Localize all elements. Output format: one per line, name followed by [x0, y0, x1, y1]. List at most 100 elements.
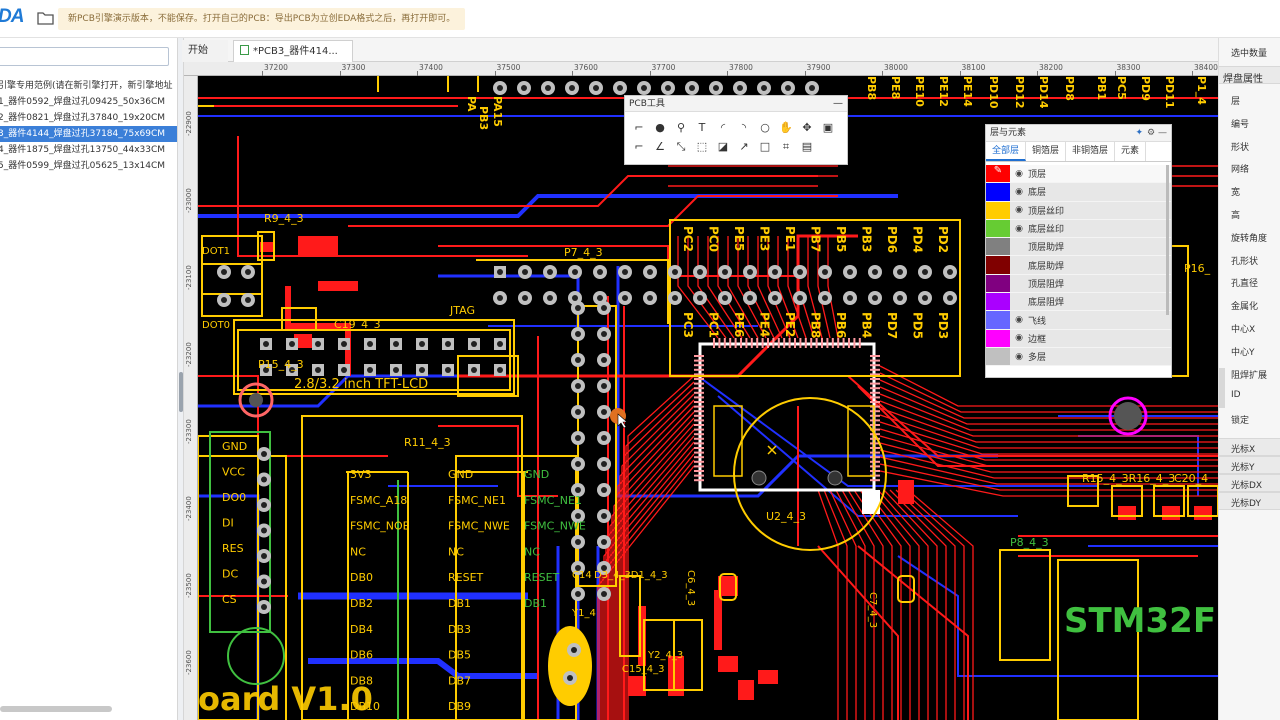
fanout-trace — [737, 236, 767, 339]
text-icon[interactable]: T — [698, 121, 706, 134]
minimize-icon[interactable]: — — [833, 98, 843, 109]
minimize-icon[interactable]: — — [1158, 128, 1167, 138]
signal-label: PD8 — [1063, 76, 1076, 101]
pad-props-header[interactable]: 焊盘属性 — [1223, 74, 1263, 85]
fanout-trace — [879, 463, 1218, 491]
eye-icon[interactable]: ◉ — [1015, 223, 1023, 234]
pad-hole — [575, 357, 581, 363]
dot0-label: DOT0 — [202, 320, 230, 331]
rect-select-icon[interactable]: ⬚ — [696, 140, 708, 153]
eye-icon[interactable]: ◉ — [1015, 186, 1023, 197]
lcd-signal-label-bottom: FSMC_NE1 — [524, 494, 582, 507]
left-ruler: -22900-23000-23100-23200-23300-23400-235… — [184, 76, 198, 720]
connect-icon[interactable]: ↗ — [739, 140, 749, 153]
pad-icon[interactable]: ● — [655, 121, 665, 134]
property-label: 孔直径 — [1231, 279, 1259, 290]
eye-icon[interactable]: ◉ — [1015, 333, 1023, 344]
wire-icon[interactable]: ⌐ — [634, 121, 644, 134]
tab-start[interactable]: 开始 — [182, 40, 228, 62]
ruler-tick-label: -23600 — [185, 650, 193, 675]
layer-color-swatch[interactable] — [986, 311, 1010, 329]
via-icon[interactable]: ⚲ — [676, 121, 686, 134]
layer-color-swatch[interactable] — [986, 329, 1010, 347]
cursor-label: 光标X — [1231, 445, 1256, 455]
tree-item[interactable]: 2_器件0821_焊盘过孔37840_19x20CM — [0, 113, 166, 123]
edge-signal-label: DO0 — [222, 491, 246, 504]
image-icon[interactable]: ▣ — [822, 121, 834, 134]
tab-all-layers[interactable]: 全部层 — [986, 142, 1027, 161]
layer-color-swatch[interactable] — [986, 219, 1010, 238]
rect-icon[interactable]: □ — [759, 140, 771, 153]
layer-row[interactable]: ◉底层 — [986, 183, 1171, 202]
dimension-icon[interactable]: ⤡ — [676, 139, 686, 153]
pad-hole — [393, 341, 399, 347]
folder-icon[interactable] — [37, 10, 54, 26]
layer-row[interactable]: ◉顶层丝印 — [986, 201, 1171, 220]
layer-row[interactable]: 底层阻焊 — [986, 293, 1171, 312]
layer-color-swatch[interactable]: ✎ — [986, 165, 1010, 183]
arc2-icon[interactable]: ◝ — [741, 121, 747, 134]
eye-icon[interactable]: ◉ — [1015, 351, 1023, 362]
layer-row[interactable]: ◉飞线 — [986, 311, 1171, 330]
project-search-input[interactable] — [0, 47, 169, 66]
pad-hole — [261, 527, 267, 534]
pad-hole — [847, 269, 853, 275]
tab-non-copper-layers[interactable]: 非铜箔层 — [1066, 142, 1116, 161]
line-icon[interactable]: ⌐ — [634, 140, 644, 153]
move-icon[interactable]: ✥ — [802, 121, 812, 134]
layer-row[interactable]: ◉多层 — [986, 347, 1171, 367]
layer-color-swatch[interactable] — [986, 256, 1010, 274]
layer-row[interactable]: ◉底层丝印 — [986, 219, 1171, 239]
collapse-handle[interactable] — [179, 372, 183, 412]
layer-row[interactable]: 顶层阻焊 — [986, 274, 1171, 294]
panel-splitter[interactable] — [178, 38, 184, 720]
circle-icon[interactable]: ○ — [760, 121, 770, 134]
gear-icon[interactable]: ⚙ — [1147, 128, 1156, 138]
layer-color-swatch[interactable] — [986, 201, 1010, 219]
eye-icon[interactable]: ◉ — [1015, 168, 1023, 179]
angle-icon[interactable]: ∠ — [655, 140, 665, 153]
layer-color-swatch[interactable] — [986, 347, 1010, 366]
property-label: 编号 — [1231, 119, 1250, 130]
layer-color-swatch[interactable] — [986, 293, 1010, 311]
tree-item[interactable]: 4_器件1875_焊盘过孔13750_44x33CM — [0, 145, 166, 155]
layer-row[interactable]: 底层助焊 — [986, 256, 1171, 275]
ruler-tick — [959, 71, 961, 76]
property-label: 高 — [1231, 211, 1241, 221]
lcd-signal-label: DB8 — [350, 674, 373, 687]
eye-icon[interactable]: ◉ — [1015, 205, 1023, 216]
pad-hole — [575, 565, 581, 571]
arc-icon[interactable]: ◜ — [720, 121, 726, 134]
layer-color-swatch[interactable] — [986, 274, 1010, 293]
fanout-trace — [879, 421, 1218, 455]
tree-item[interactable]: 1_器件0592_焊盘过孔09425_50x36CM — [0, 97, 166, 107]
pin-icon[interactable]: ✦ — [1135, 128, 1144, 138]
pad-hole — [575, 591, 581, 597]
layer-color-swatch[interactable] — [986, 183, 1010, 201]
c14-label: C14 — [572, 570, 592, 581]
tree-item[interactable]: 引擎专用范例(请在新引擎打开，新引擎地址 — [0, 81, 173, 91]
layer-list-scrollbar[interactable] — [1166, 165, 1169, 315]
layer-color-swatch[interactable] — [986, 238, 1010, 256]
pad-hole — [575, 383, 581, 389]
tree-item[interactable]: 5_器件0599_焊盘过孔05625_13x14CM — [0, 161, 166, 171]
pcb-doc-icon — [240, 45, 249, 55]
layer-row[interactable]: ✎ ◉ 顶层 — [986, 165, 1171, 184]
pad-hole — [367, 341, 373, 347]
solid-icon[interactable]: ◪ — [717, 140, 729, 153]
tab-pcb3[interactable]: *PCB3_器件414... — [233, 40, 353, 62]
layer-row[interactable]: 顶层助焊 — [986, 238, 1171, 257]
layer-row[interactable]: ◉边框 — [986, 329, 1171, 348]
eye-icon[interactable]: ◉ — [1015, 315, 1023, 326]
region-icon[interactable]: ⌗ — [782, 139, 790, 153]
cut-icon[interactable]: ▤ — [801, 140, 813, 153]
signal-label: PB3 — [477, 106, 490, 130]
tree-item-selected[interactable]: 3_器件4144_焊盘过孔37184_75x69CM — [0, 126, 177, 142]
tab-copper-layers[interactable]: 铜箔层 — [1026, 142, 1067, 161]
horizontal-scrollbar[interactable] — [0, 706, 112, 712]
panel-toggle[interactable] — [1219, 368, 1225, 408]
pan-icon[interactable]: ✋ — [779, 121, 793, 134]
tab-elements[interactable]: 元素 — [1115, 142, 1147, 161]
layer-name: 顶层 — [1028, 170, 1047, 181]
